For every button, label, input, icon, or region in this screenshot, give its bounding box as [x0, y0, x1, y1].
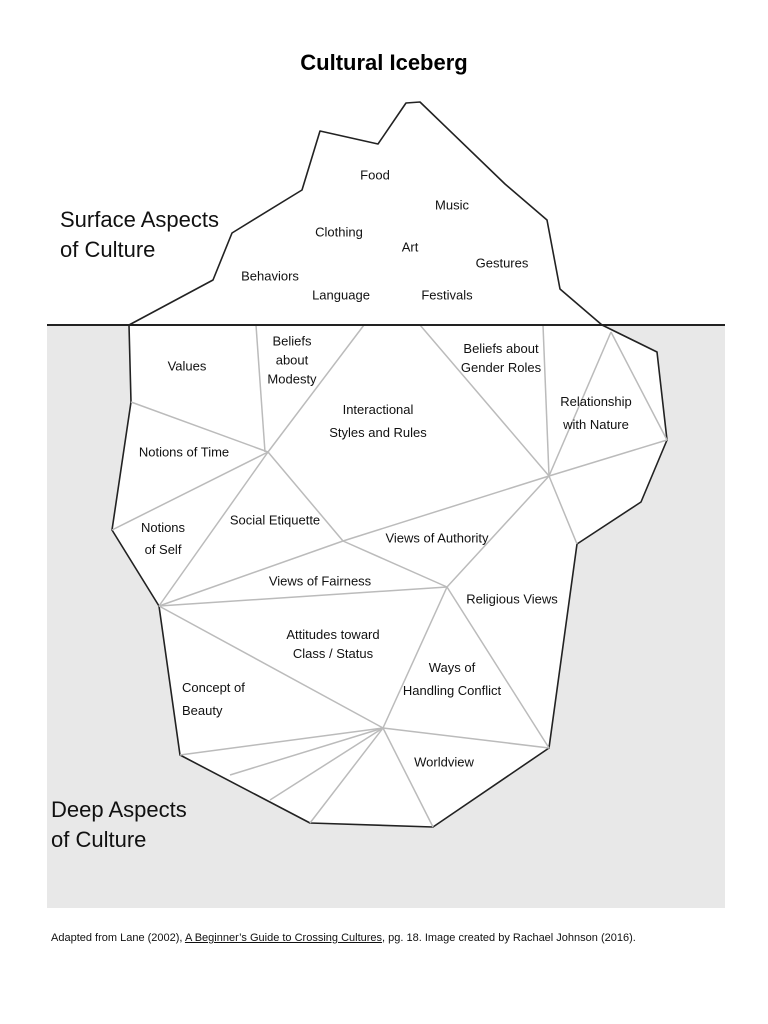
beliefs-modesty-line-2: about: [275, 352, 309, 368]
beliefs-modesty-line-1: Beliefs: [272, 333, 312, 349]
label-social-etiquette: Social Etiquette: [229, 512, 321, 528]
deep-heading-line-1: Deep Aspects: [51, 797, 187, 822]
inner-dividers: [111, 324, 668, 828]
deep-heading-line-2: of Culture: [51, 827, 147, 852]
label-worldview: Worldview: [414, 754, 474, 770]
label-behaviors: Behaviors: [241, 268, 299, 284]
surface-heading-line-2: of Culture: [60, 237, 156, 262]
interactional-line-1: Interactional: [342, 402, 414, 417]
ways-conflict-line-2: Handling Conflict: [402, 683, 502, 698]
surface-aspects-heading: Surface Aspects of Culture: [60, 205, 219, 265]
footer-book-title: A Beginner’s Guide to Crossing Cultures: [184, 932, 383, 944]
label-relationship-nature: Relationship with Nature: [560, 390, 632, 436]
label-festivals: Festivals: [421, 287, 473, 303]
label-interactional: Interactional Styles and Rules: [329, 398, 427, 444]
relationship-nature-line-1: Relationship: [560, 394, 632, 409]
label-beliefs-gender: Beliefs about Gender Roles: [461, 339, 541, 377]
interactional-line-2: Styles and Rules: [329, 425, 427, 440]
label-food: Food: [360, 167, 390, 183]
notions-self-line-1: Notions: [140, 520, 186, 535]
ways-conflict-line-1: Ways of: [428, 660, 476, 675]
concept-beauty-line-2: Beauty: [182, 703, 223, 718]
label-art: Art: [401, 239, 419, 255]
label-concept-beauty: Concept of Beauty: [182, 676, 245, 722]
attitudes-class-line-1: Attitudes toward: [286, 627, 380, 642]
footer-prefix: Adapted from Lane (2002),: [51, 932, 183, 944]
surface-iceberg: [128, 101, 603, 326]
label-language: Language: [312, 287, 370, 303]
notions-self-line-2: of Self: [144, 542, 182, 557]
beliefs-modesty-line-3: Modesty: [267, 371, 317, 387]
underwater-iceberg: [111, 324, 668, 828]
label-ways-conflict: Ways of Handling Conflict: [403, 656, 501, 702]
relationship-nature-line-2: with Nature: [563, 417, 629, 432]
label-attitudes-class: Attitudes toward Class / Status: [286, 625, 379, 663]
surface-heading-line-1: Surface Aspects: [60, 207, 219, 232]
label-notions-time: Notions of Time: [138, 444, 230, 460]
concept-beauty-line-1: Concept of: [182, 680, 245, 695]
label-gestures: Gestures: [475, 255, 529, 271]
attitudes-class-line-2: Class / Status: [292, 646, 374, 661]
deep-aspects-heading: Deep Aspects of Culture: [51, 795, 187, 855]
label-notions-self: Notions of Self: [141, 517, 185, 561]
attribution-footer: Adapted from Lane (2002), A Beginner’s G…: [51, 932, 636, 944]
label-values: Values: [167, 358, 207, 374]
beliefs-gender-line-2: Gender Roles: [460, 360, 542, 375]
page-title: Cultural Iceberg: [300, 50, 468, 75]
label-beliefs-modesty: Beliefs about Modesty: [267, 332, 316, 389]
label-music: Music: [435, 197, 469, 213]
label-views-authority: Views of Authority: [385, 530, 489, 546]
label-clothing: Clothing: [315, 224, 363, 240]
beliefs-gender-line-1: Beliefs about: [463, 341, 539, 356]
footer-suffix: , pg. 18. Image created by Rachael Johns…: [382, 932, 636, 944]
label-views-fairness: Views of Fairness: [268, 573, 372, 589]
label-religious-views: Religious Views: [466, 591, 558, 607]
